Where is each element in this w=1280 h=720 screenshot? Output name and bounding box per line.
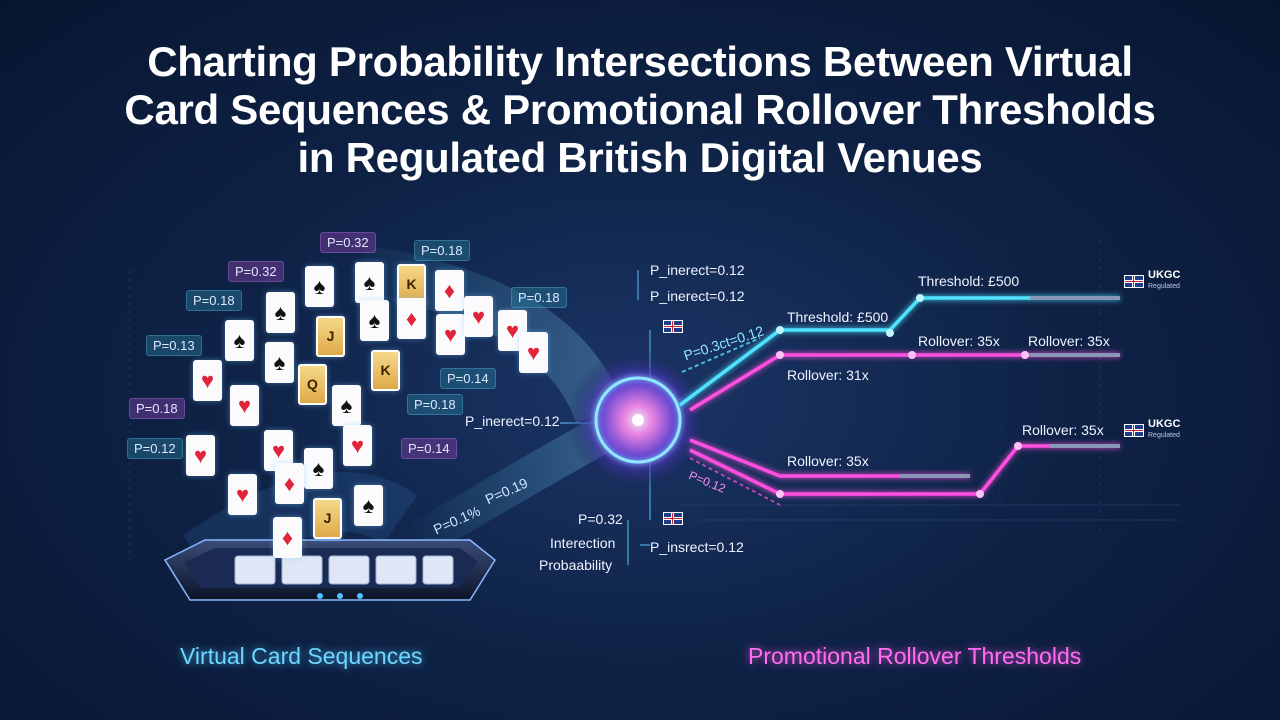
card-spade: ♠	[354, 485, 383, 526]
card-spade: ♠	[305, 266, 334, 307]
cyan-node-3	[916, 294, 924, 302]
page-title: Charting Probability Intersections Betwe…	[40, 38, 1240, 182]
rollover-line-lower	[689, 444, 1120, 496]
ukgc-badge-name: UKGC	[1148, 269, 1181, 281]
probability-tag: P=0.18	[186, 290, 242, 311]
card-face: J	[316, 316, 345, 357]
magenta-node-1	[776, 351, 784, 359]
card-heart: ♥	[343, 425, 372, 466]
rollover-label-b: Rollover: 35x	[1028, 333, 1110, 349]
orb-label-top2: P_inerect=0.12	[650, 288, 745, 304]
ukgc-badge: UKGC Regulated	[1124, 419, 1180, 441]
uk-flag-icon	[663, 512, 683, 525]
uk-flag-icon	[1124, 274, 1144, 288]
rollover-line-upper	[689, 353, 1120, 412]
probability-tag: P=0.18	[129, 398, 185, 419]
magenta-node-3	[1021, 351, 1029, 359]
uk-flag-icon	[663, 320, 683, 333]
magenta-stream	[689, 457, 781, 506]
uk-flag-icon	[1124, 423, 1144, 437]
magenta-node-2	[908, 351, 916, 359]
cyan-node-1	[776, 326, 784, 334]
title-line-1: Charting Probability Intersections Betwe…	[147, 38, 1133, 85]
orb-label-left: P_inerect=0.12	[465, 413, 560, 429]
caption-virtual-card-sequences: Virtual Card Sequences	[180, 643, 423, 669]
probability-tag: P=0.18	[407, 394, 463, 415]
card-face: J	[313, 498, 342, 539]
card-diamond: ♦	[435, 270, 464, 311]
intersection-orb-ring	[594, 376, 682, 464]
probability-tag: P=0.13	[146, 335, 202, 356]
orb-label-probability: Probaability	[539, 557, 613, 573]
card-heart: ♥	[228, 474, 257, 515]
ukgc-badge: UKGC Regulated	[1124, 270, 1180, 292]
card-spade: ♠	[304, 448, 333, 489]
ukgc-badge-sub: Regulated	[1148, 283, 1180, 290]
caption-promotional-rollover-thresholds: Promotional Rollover Thresholds	[748, 643, 1082, 669]
card-face: K	[371, 350, 400, 391]
probability-tag: P=0.14	[440, 368, 496, 389]
intersection-orb-core	[632, 414, 644, 426]
card-spade: ♠	[355, 262, 384, 303]
orb-label-interection: Interection	[550, 535, 616, 551]
card-spade: ♠	[265, 342, 294, 383]
card-heart: ♥	[186, 435, 215, 476]
tablet-device	[163, 539, 496, 601]
rollover-label-c: Rollover: 31x	[787, 367, 869, 383]
orb-label-bottom-p: P=0.32	[578, 511, 623, 527]
orb-label-top1: P_inerect=0.12	[650, 262, 745, 278]
card-heart: ♥	[519, 332, 548, 373]
threshold-label-upper: Threshold: £500	[918, 273, 1020, 289]
ukgc-badge-sub: Regulated	[1148, 432, 1180, 439]
probability-tag: P=0.12	[127, 438, 183, 459]
cyan-node-2	[886, 329, 894, 337]
magenta-node-4	[776, 490, 784, 498]
card-spade: ♠	[225, 320, 254, 361]
card-spade: ♠	[266, 292, 295, 333]
rollover-label-d: Rollover: 35x	[1022, 422, 1104, 438]
card-diamond: ♦	[397, 298, 426, 339]
rollover-label-e: Rollover: 35x	[787, 453, 869, 469]
card-diamond: ♦	[273, 517, 302, 558]
title-line-2: Card Sequences & Promotional Rollover Th…	[124, 86, 1156, 133]
background-grid	[129, 240, 1180, 560]
probability-tag: P=0.32	[228, 261, 284, 282]
cyan-stream	[681, 337, 761, 373]
card-heart: ♥	[193, 360, 222, 401]
magenta-node-6	[1014, 442, 1022, 450]
title-line-3: in Regulated British Digital Venues	[297, 134, 983, 181]
threshold-label-lower: Threshold: £500	[787, 309, 889, 325]
threshold-line-cyan	[678, 296, 1120, 407]
ukgc-badge-name: UKGC	[1148, 418, 1181, 430]
card-spade: ♠	[360, 300, 389, 341]
probability-tag: P=0.18	[511, 287, 567, 308]
orb-label-bottom-right: P_insrect=0.12	[650, 539, 744, 555]
card-diamond: ♦	[275, 463, 304, 504]
card-heart: ♥	[436, 314, 465, 355]
probability-tag: P=0.18	[414, 240, 470, 261]
card-heart: ♥	[464, 296, 493, 337]
probability-tag: P=0.32	[320, 232, 376, 253]
magenta-node-5	[976, 490, 984, 498]
card-heart: ♥	[230, 385, 259, 426]
rollover-label-a: Rollover: 35x	[918, 333, 1000, 349]
probability-tag: P=0.14	[401, 438, 457, 459]
card-spade: ♠	[332, 385, 361, 426]
card-face: Q	[298, 364, 327, 405]
